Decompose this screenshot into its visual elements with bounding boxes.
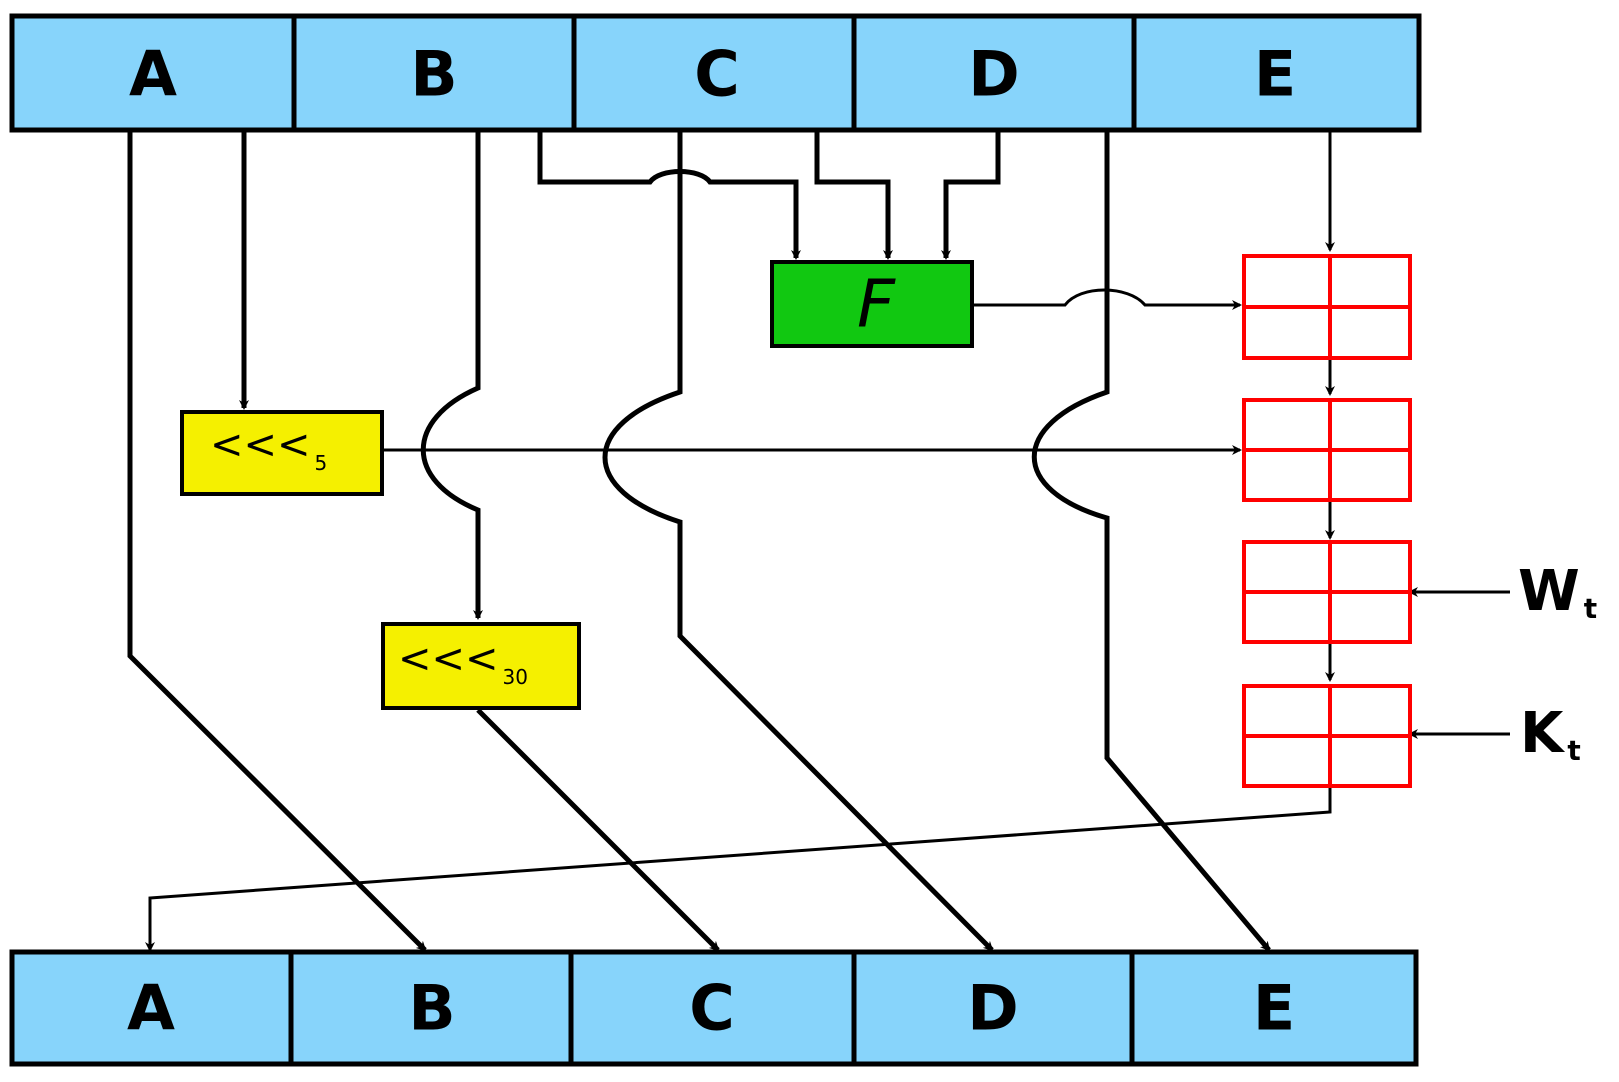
input-k-label: K t — [1520, 701, 1581, 767]
top-register: A B C D E — [9, 13, 1422, 133]
adder-4 — [1242, 684, 1412, 788]
input-k-subscript: t — [1567, 734, 1580, 767]
wire-c-to-f — [537, 130, 801, 260]
rotate-left-5-amount: 5 — [315, 451, 328, 475]
top-register-cell-e: E — [1131, 13, 1422, 133]
wires — [127, 130, 1510, 952]
adder-2 — [1242, 398, 1412, 502]
function-label: F — [857, 266, 896, 343]
wire-c-to-d — [602, 130, 994, 952]
top-register-label-c: C — [694, 38, 740, 111]
bottom-register-label-b: B — [408, 972, 455, 1045]
top-register-cell-b: B — [291, 13, 577, 133]
rotate-left-30-symbol: <<< — [398, 636, 499, 682]
top-register-label-e: E — [1254, 38, 1296, 111]
rotate-left-30-box: <<< 30 — [381, 622, 581, 710]
function-box: F — [770, 260, 974, 348]
bottom-register-label-d: D — [967, 972, 1018, 1045]
rotate-left-30-label: <<< 30 — [398, 636, 528, 689]
bottom-register-cell-e: E — [1129, 949, 1419, 1067]
input-w-label: W t — [1518, 559, 1597, 625]
bottom-register-label-c: C — [689, 972, 735, 1045]
top-register-label-a: A — [129, 38, 177, 111]
rotate-left-5-label: <<< 5 — [210, 422, 327, 475]
bottom-register-label-e: E — [1253, 972, 1295, 1045]
wire-d-to-e — [1032, 130, 1271, 952]
wire-d-to-f — [814, 130, 893, 260]
rotate-left-30-amount: 30 — [503, 665, 528, 689]
wire-adder-to-a — [145, 786, 1332, 952]
bottom-register-cell-a: A — [9, 949, 294, 1067]
bottom-register-cell-b: B — [288, 949, 574, 1067]
top-register-cell-c: C — [571, 13, 857, 133]
bottom-register-cell-c: C — [568, 949, 857, 1067]
wire-b-to-rot30 — [420, 130, 483, 620]
bottom-register-cell-d: D — [851, 949, 1135, 1067]
input-k-symbol: K — [1520, 701, 1566, 766]
adder-3 — [1242, 540, 1412, 644]
top-register-cell-d: D — [851, 13, 1137, 133]
wire-f-to-adder — [973, 288, 1242, 310]
rotate-left-5-box: <<< 5 — [180, 410, 384, 496]
wire-d-to-f-2 — [941, 130, 1001, 260]
wire-a-to-b — [127, 130, 427, 952]
input-w-subscript: t — [1584, 592, 1597, 625]
bottom-register: A B C D E — [9, 949, 1419, 1067]
top-register-cell-a: A — [9, 13, 297, 133]
rotate-left-5-symbol: <<< — [210, 422, 311, 468]
top-register-label-b: B — [410, 38, 457, 111]
input-w-symbol: W — [1518, 559, 1580, 624]
adder-1 — [1242, 254, 1412, 360]
top-register-label-d: D — [968, 38, 1019, 111]
wire-rot30-to-c — [476, 708, 720, 952]
bottom-register-label-a: A — [127, 972, 175, 1045]
